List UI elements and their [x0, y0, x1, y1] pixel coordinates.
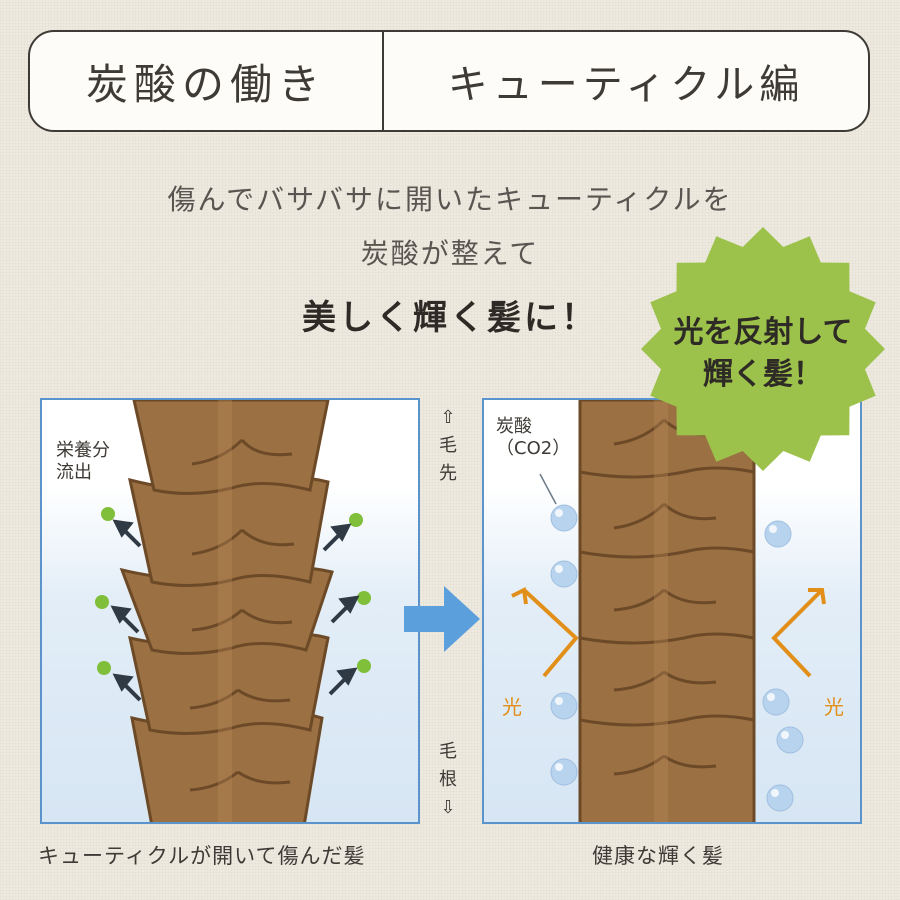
- nutrient-label-line1: 栄養分: [56, 440, 110, 461]
- healthy-hair-illustration: [511, 400, 826, 822]
- hair-root-label: 毛根⇩: [439, 741, 457, 818]
- healthy-hair-panel: 炭酸 （CO2） 光 光: [482, 398, 862, 824]
- badge-line-1: 光を反射して: [673, 315, 853, 350]
- co2-label-line2: （CO2）: [496, 438, 571, 459]
- nutrient-label: 栄養分 流出: [56, 440, 110, 484]
- damaged-hair-illustration: [95, 400, 371, 822]
- title-main: 炭酸の働き: [30, 32, 384, 130]
- healthy-hair-caption: 健康な輝く髪: [592, 844, 724, 868]
- title-sub: キューティクル編: [447, 62, 805, 108]
- intro-line-1: 傷んでバサバサに開いたキューティクルを: [167, 183, 733, 216]
- light-label-right: 光: [824, 695, 844, 719]
- title-box: 炭酸の働き キューティクル編: [28, 30, 870, 132]
- intro-headline: 美しく輝く髪に！: [302, 298, 598, 338]
- badge-line-2: 輝く髪！: [703, 357, 823, 392]
- hair-tip-label: ⇧毛先: [439, 407, 457, 484]
- badge-burst-icon: [641, 227, 885, 471]
- damaged-hair-caption: キューティクルが開いて傷んだ髪: [38, 844, 366, 868]
- intro-line-2: 炭酸が整えて: [360, 237, 540, 270]
- co2-label-line1: 炭酸: [496, 416, 532, 437]
- damaged-hair-panel: 栄養分 流出: [40, 398, 420, 824]
- transition-arrow-icon: [404, 586, 480, 652]
- light-label-left: 光: [502, 695, 522, 719]
- nutrient-label-line2: 流出: [56, 462, 92, 483]
- co2-label: 炭酸 （CO2）: [496, 416, 570, 460]
- badge-text: 光を反射して 輝く髪！: [638, 312, 888, 396]
